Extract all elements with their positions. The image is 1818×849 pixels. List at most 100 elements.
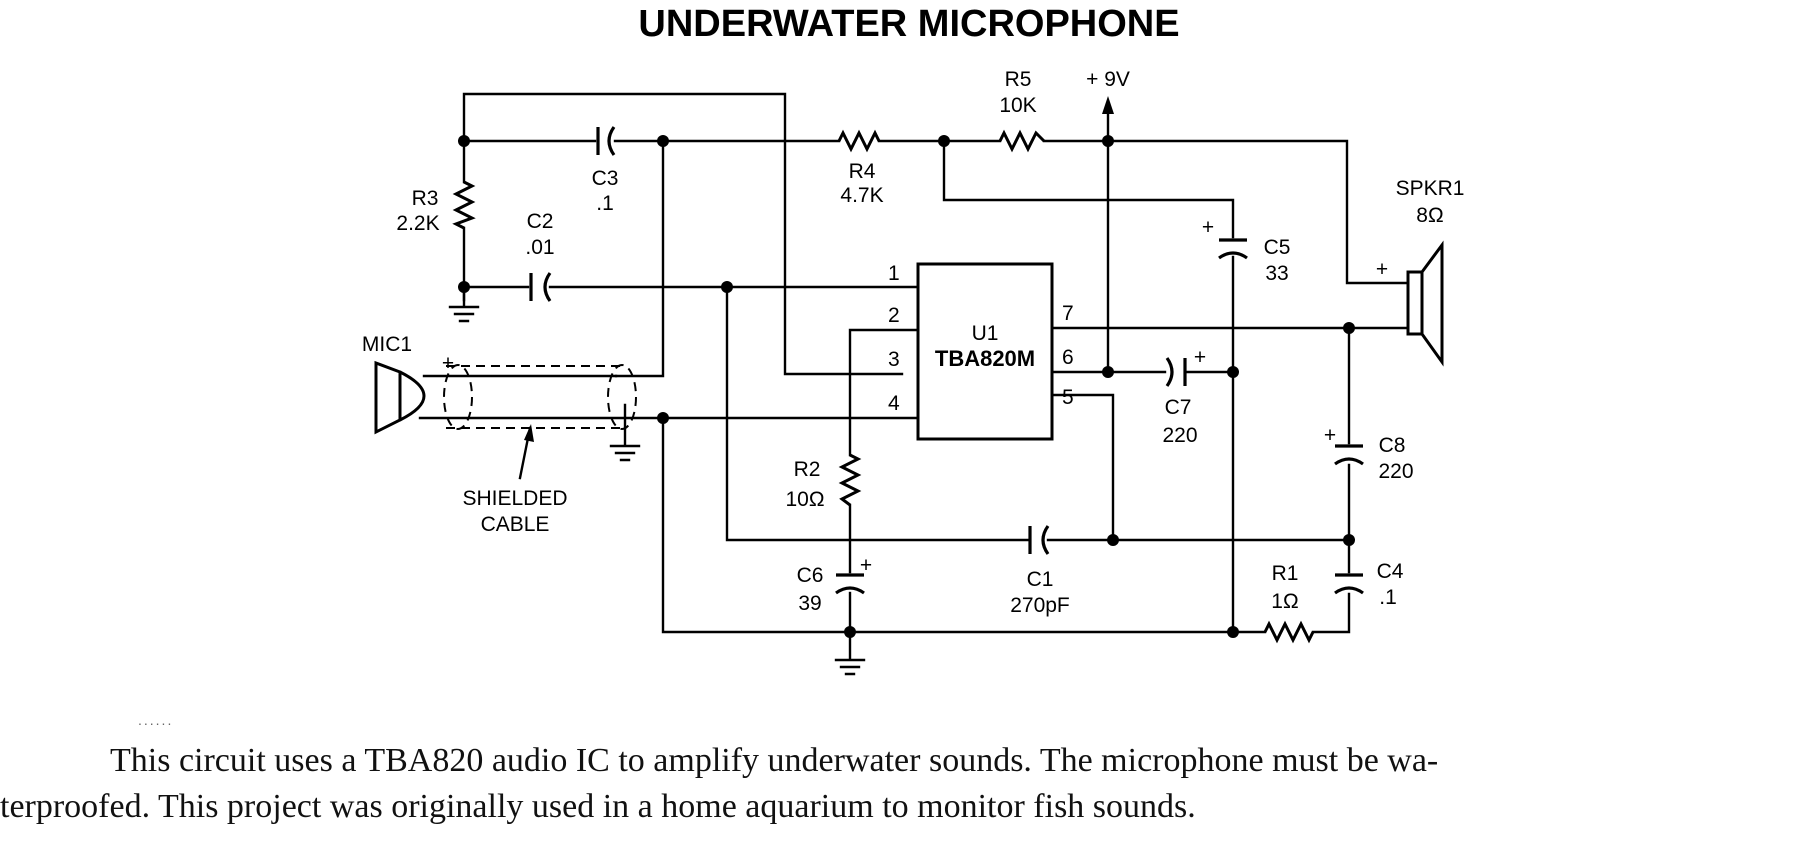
resistor-r5-symbol <box>998 129 1046 153</box>
r5-value-label: 10K <box>999 94 1036 117</box>
capacitor-c1: C1 270pF <box>1010 525 1070 617</box>
c8-value-label: 220 <box>1378 460 1413 483</box>
microphone-body-icon <box>374 360 402 435</box>
c5-ref-label: C5 <box>1264 236 1291 259</box>
capacitor-c7: + C7 220 <box>1162 346 1206 447</box>
cable-label-line1: SHIELDED <box>462 487 567 510</box>
r1-value-label: 1Ω <box>1271 590 1298 613</box>
capacitor-c8-symbol <box>1334 444 1364 466</box>
capacitor-c4-symbol <box>1334 573 1364 595</box>
mic-plus-label: + <box>442 352 454 375</box>
c1-ref-label: C1 <box>1027 568 1054 591</box>
wire-pin2-r2 <box>848 328 920 574</box>
c4-ref-label: C4 <box>1377 560 1404 583</box>
capacitor-c5-symbol <box>1218 238 1248 260</box>
capacitor-c6-symbol <box>835 573 865 595</box>
r4-ref-label: R4 <box>849 160 876 183</box>
cable-end-left <box>443 364 473 430</box>
pin-label-6: 6 <box>1062 346 1074 369</box>
wire-pin5 <box>1050 393 1115 542</box>
c3-value-label: .1 <box>596 192 614 215</box>
wire-feedback-loop <box>462 92 904 376</box>
supply-arrow-icon <box>1102 96 1114 114</box>
wire-r5-to-c5 <box>942 139 1235 239</box>
wires <box>418 92 1410 634</box>
junction-dot <box>1343 534 1355 546</box>
ground-icon <box>448 285 480 323</box>
cable-arrow-head-icon <box>524 424 534 442</box>
caption-line-1: This circuit uses a TBA820 audio IC to a… <box>110 742 1439 779</box>
junction-dot <box>657 412 669 424</box>
speaker-magnet-icon <box>1406 270 1424 336</box>
caption-line-2: terproofed. This project was originally … <box>0 788 1196 825</box>
c5-plus-label: + <box>1202 216 1214 239</box>
c2-ref-label: C2 <box>527 210 554 233</box>
ic-ref-label: U1 <box>972 322 999 345</box>
c3-ref-label: C3 <box>592 167 619 190</box>
pin-label-5: 5 <box>1062 386 1074 409</box>
capacitor-c2: C2 .01 <box>525 210 555 302</box>
mic-ref-label: MIC1 <box>362 333 412 356</box>
r2-ref-label: R2 <box>794 458 821 481</box>
junction-dot <box>458 135 470 147</box>
pin-label-1: 1 <box>888 262 900 285</box>
capacitor-c3-symbol <box>596 126 616 156</box>
ground-bottom <box>834 630 866 676</box>
speaker-value-label: 8Ω <box>1416 204 1443 227</box>
speaker-plus-label: + <box>1376 258 1388 281</box>
capacitor-c5: + C5 33 <box>1202 216 1291 285</box>
supply-terminal: + 9V <box>1086 68 1130 143</box>
c7-plus-label: + <box>1194 346 1206 369</box>
c8-ref-label: C8 <box>1379 434 1406 457</box>
pin-label-7: 7 <box>1062 302 1074 325</box>
capacitor-c6: + C6 39 <box>797 554 873 615</box>
capacitor-c4: C4 .1 <box>1334 560 1404 609</box>
r3-ref-label: R3 <box>412 187 439 210</box>
wire-right-vertical <box>1311 326 1351 634</box>
ic-part-label: TBA820M <box>935 346 1035 371</box>
resistor-r5: R5 10K <box>998 68 1046 153</box>
ic-body <box>916 262 1054 441</box>
resistor-r2-symbol <box>838 453 862 507</box>
r5-ref-label: R5 <box>1005 68 1032 91</box>
resistor-r4: R4 4.7K <box>837 129 884 207</box>
c4-value-label: .1 <box>1379 586 1397 609</box>
speaker-spkr1: + SPKR1 8Ω <box>1376 177 1465 367</box>
resistor-r3: R3 2.2K <box>396 180 476 235</box>
junction-dot <box>1227 626 1239 638</box>
junction-dot <box>1343 322 1355 334</box>
c6-ref-label: C6 <box>797 564 824 587</box>
c7-value-label: 220 <box>1162 424 1197 447</box>
speaker-cone-icon <box>1420 240 1444 367</box>
wire-supply-to-speaker <box>1106 139 1410 285</box>
resistor-r2: R2 10Ω <box>785 453 862 511</box>
c2-value-label: .01 <box>525 236 554 259</box>
cable-label-line2: CABLE <box>481 513 550 536</box>
cropped-text-fragment: ...... <box>138 712 174 728</box>
junction-dot <box>721 281 733 293</box>
cable-end-right <box>607 364 637 430</box>
resistor-r3-symbol <box>452 180 476 230</box>
capacitor-c7-symbol <box>1165 357 1187 387</box>
junction-dot <box>938 135 950 147</box>
ground-r3 <box>448 285 480 323</box>
speaker-ref-label: SPKR1 <box>1396 177 1465 200</box>
c6-value-label: 39 <box>798 592 821 615</box>
capacitor-c8: + C8 220 <box>1324 424 1414 483</box>
resistor-r4-symbol <box>837 129 881 153</box>
ground-mic <box>609 403 641 462</box>
c1-value-label: 270pF <box>1010 594 1070 617</box>
wire-bottom-left <box>661 416 1235 634</box>
resistor-r1-symbol <box>1263 620 1315 644</box>
capacitor-c1-symbol <box>1028 525 1050 555</box>
pin-label-2: 2 <box>888 304 900 327</box>
junction-dot <box>1107 534 1119 546</box>
c6-plus-label: + <box>860 554 872 577</box>
diagram-title: UNDERWATER MICROPHONE <box>638 3 1179 45</box>
junction-dot <box>1227 366 1239 378</box>
r1-ref-label: R1 <box>1272 562 1299 585</box>
wire-c3-to-mic <box>614 139 665 378</box>
c8-plus-label: + <box>1324 424 1336 447</box>
wire-node-c1 <box>725 285 1351 542</box>
